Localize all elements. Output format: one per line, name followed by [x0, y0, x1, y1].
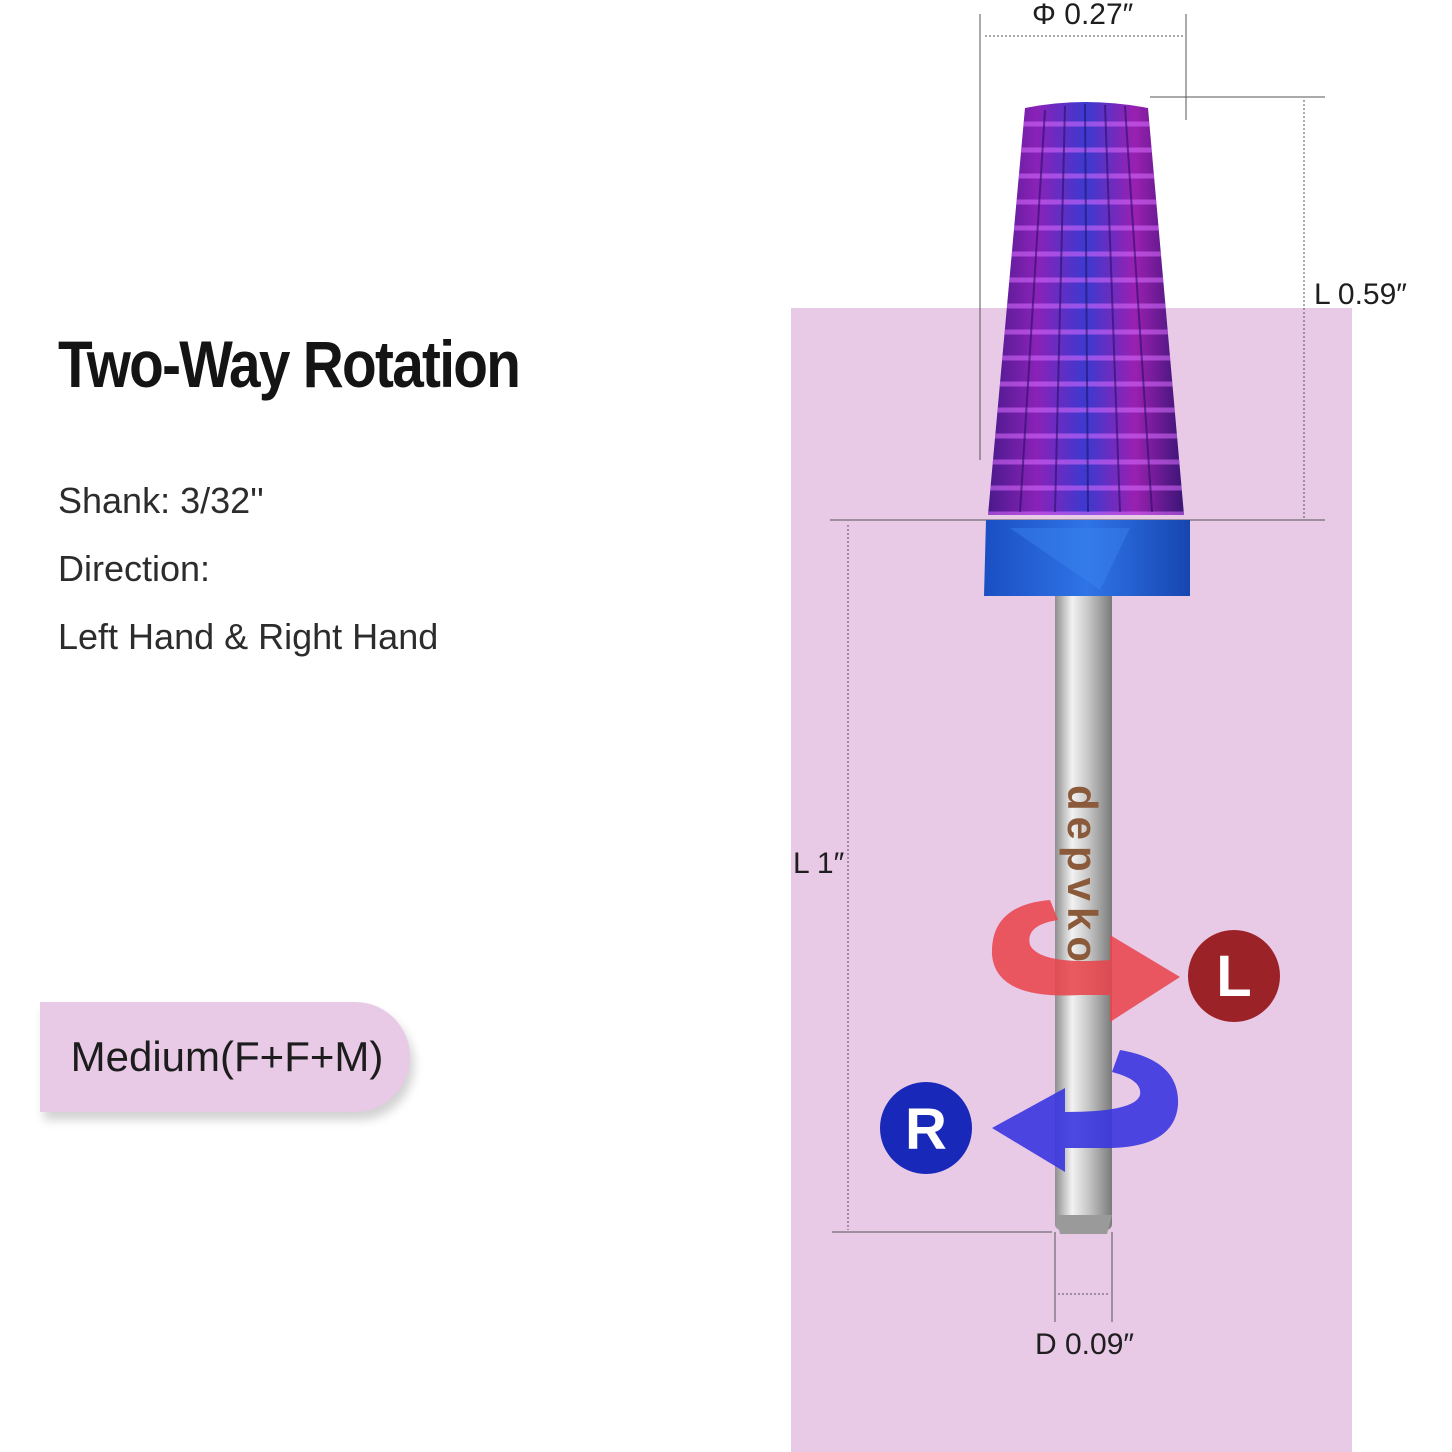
left-rotation-label: L: [1216, 944, 1251, 1009]
shank-spec: Shank: 3/32'': [58, 480, 264, 521]
grit-badge-label: Medium(F+F+M): [70, 1033, 384, 1080]
head-diameter-label: Φ 0.27″: [1032, 0, 1134, 31]
head-length-label: L 0.59″: [1314, 278, 1407, 311]
direction-spec: Direction:: [58, 548, 211, 589]
rotation-right-arrow-icon: [992, 1050, 1179, 1172]
shank-length-label: L 1″: [793, 847, 845, 880]
brand-text: depvko: [1059, 785, 1106, 968]
left-rotation-badge: [1188, 930, 1280, 1022]
hands-spec: Left Hand & Right Hand: [58, 616, 439, 657]
shank: [1055, 590, 1112, 1230]
grit-badge: Medium(F+F+M): [40, 1002, 410, 1112]
dimension-lines: [830, 14, 1325, 1322]
rotation-left-arrow-icon: [991, 900, 1180, 1022]
shank-diameter-label: D 0.09″: [1035, 1328, 1135, 1361]
right-rotation-badge: [880, 1082, 972, 1174]
right-rotation-label: R: [905, 1097, 947, 1162]
page-title: Two-Way Rotation: [58, 327, 521, 401]
collar: [984, 520, 1190, 596]
